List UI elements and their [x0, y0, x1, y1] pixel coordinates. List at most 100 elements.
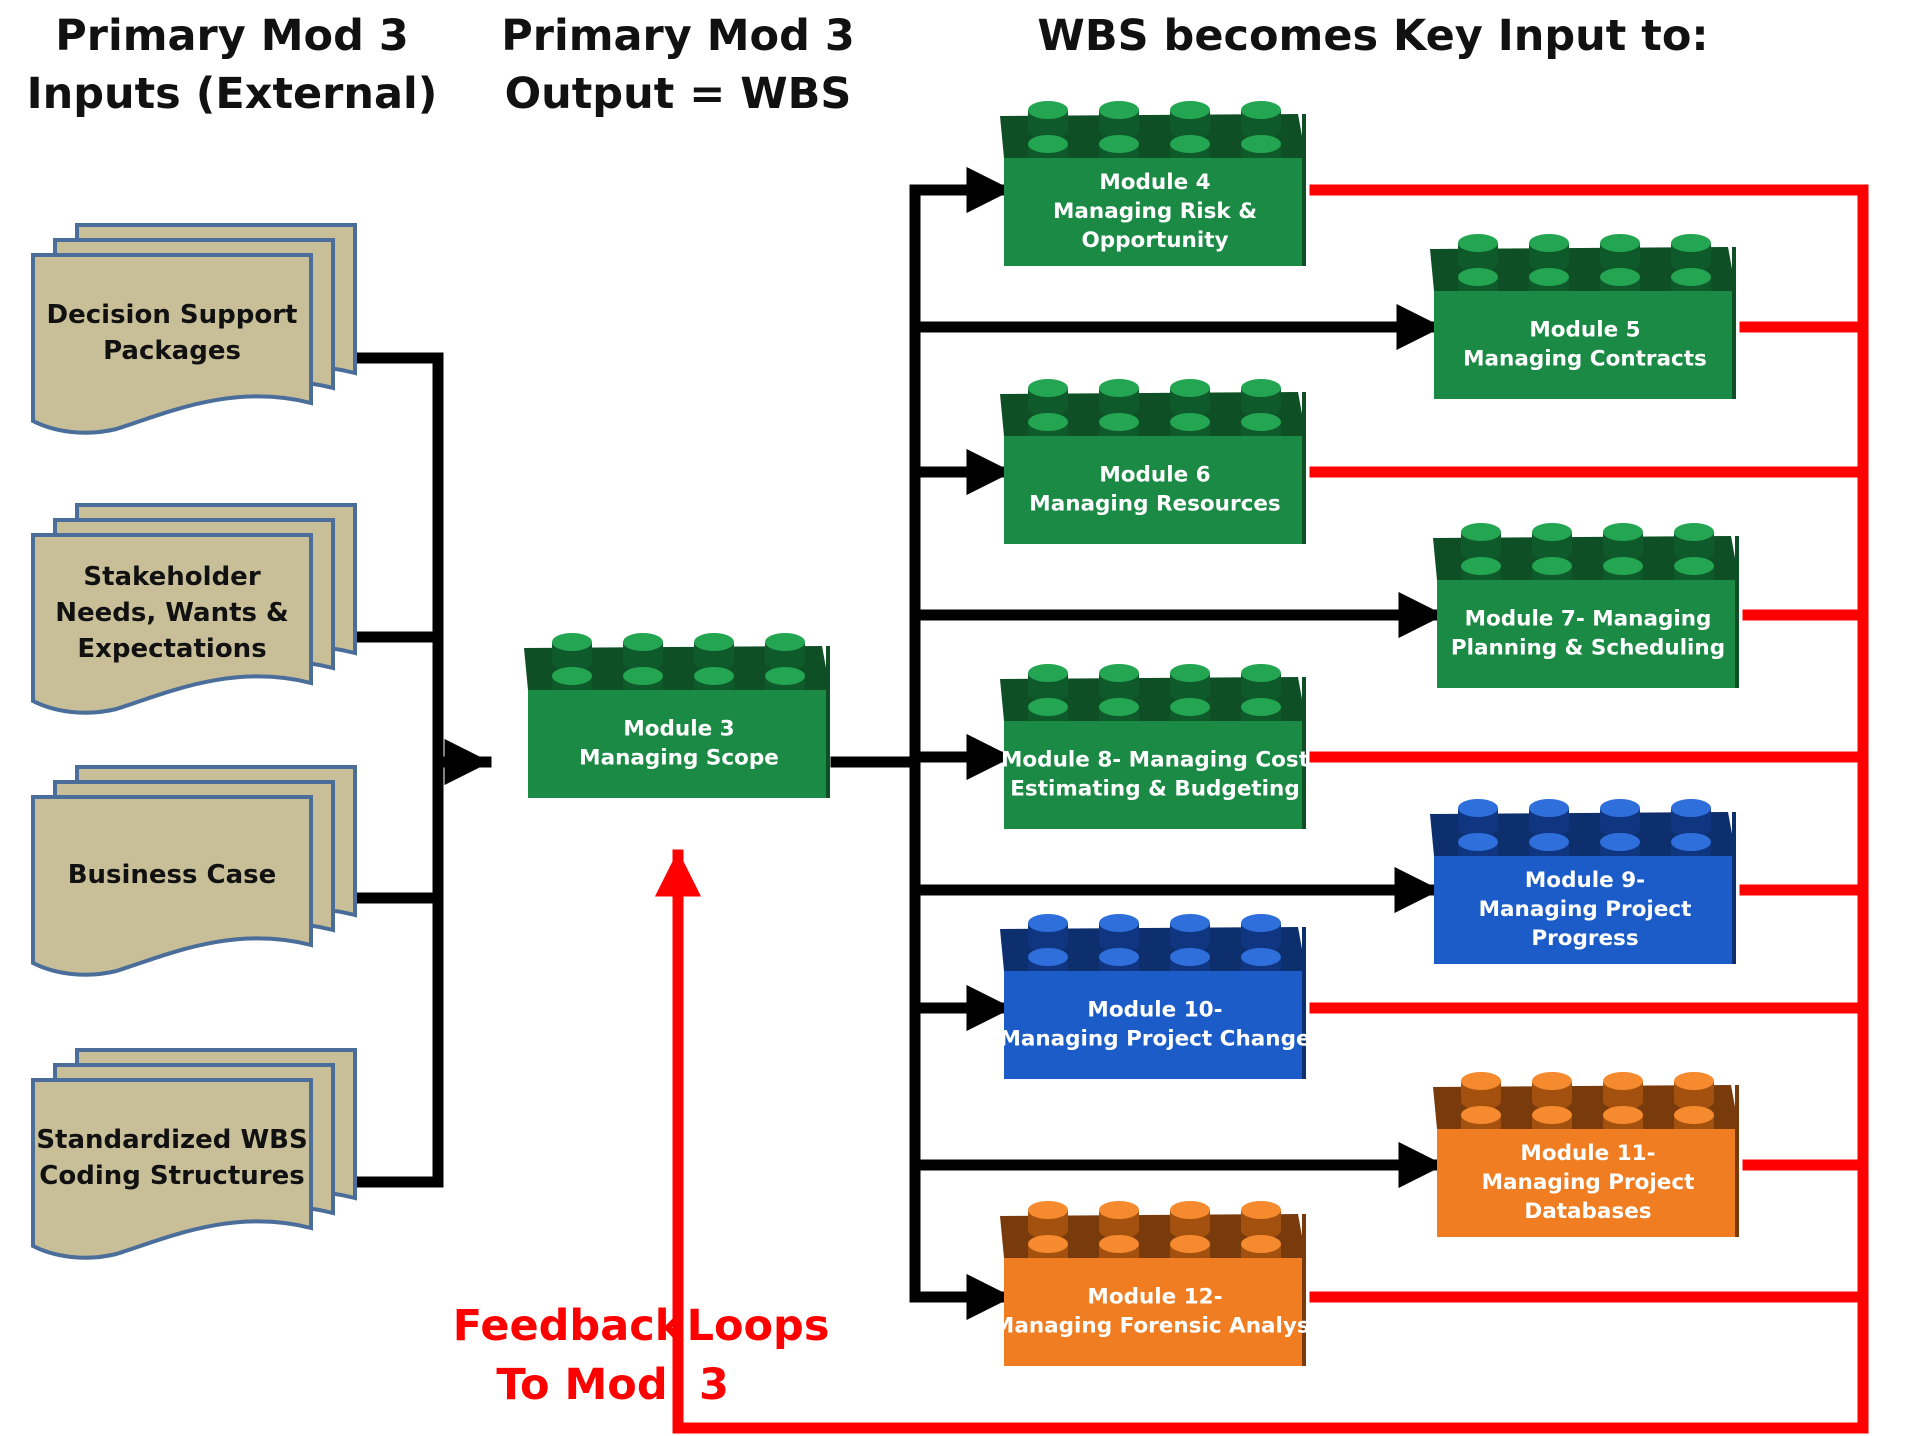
brick-stud-top — [1028, 664, 1068, 682]
brick-side — [1732, 247, 1736, 399]
input-document-label: Expectations — [77, 634, 266, 664]
brick-stud-base — [1170, 934, 1210, 952]
input-document-label: Stakeholder — [83, 562, 260, 592]
connector-lines — [352, 166, 1869, 1434]
brick-stud-base — [1170, 684, 1210, 702]
brick-stud-top — [1170, 135, 1210, 153]
module-label: Module 3 — [623, 717, 734, 742]
brick-stud-base — [1600, 254, 1640, 272]
brick-stud-base — [1241, 684, 1281, 702]
brick-stud-top — [1529, 268, 1569, 286]
brick-stud-base — [1674, 543, 1714, 561]
brick-stud-top — [1241, 101, 1281, 119]
brick-stud-base — [1241, 399, 1281, 417]
brick-side — [1735, 1085, 1739, 1237]
brick-stud-top — [1603, 1106, 1643, 1124]
brick-stud-top — [1600, 799, 1640, 817]
mod-number-word: 3 — [699, 1360, 729, 1410]
brick-stud-top — [1028, 101, 1068, 119]
brick-top-plate — [1433, 1085, 1739, 1129]
module-label: Managing Project — [1479, 897, 1692, 922]
brick-side — [1735, 536, 1739, 688]
brick-stud-top — [1099, 914, 1139, 932]
module-label: Opportunity — [1082, 228, 1229, 253]
module-label: Module 5 — [1529, 318, 1640, 343]
feedback-word: Feedback — [453, 1301, 685, 1351]
brick-stud-base — [1028, 399, 1068, 417]
brick-stud-top — [1028, 948, 1068, 966]
brick-stud-top — [1600, 833, 1640, 851]
document-page-3 — [31, 1078, 313, 1260]
brick-face — [1004, 436, 1306, 544]
brick-stud-top — [1241, 948, 1281, 966]
module-label: Estimating & Budgeting — [1010, 777, 1300, 802]
brick-stud-base — [1458, 254, 1498, 272]
module-label: Managing Project — [1482, 1170, 1695, 1195]
brick-stud-base — [1600, 819, 1640, 837]
brick-stud-base — [1461, 1092, 1501, 1110]
module-label: Managing Risk & — [1053, 199, 1257, 224]
header-inputs-line1: Primary Mod 3 — [55, 11, 409, 61]
brick-stud-top — [1099, 1201, 1139, 1219]
brick-stud-base — [1458, 819, 1498, 837]
brick-stud-base — [1532, 543, 1572, 561]
brick-stud-top — [1458, 268, 1498, 286]
brick-stud-top — [1529, 799, 1569, 817]
brick-stud-base — [1241, 121, 1281, 139]
module-brick-10: Module 10-Managing Project Change — [999, 914, 1311, 1079]
brick-stud-top — [1170, 948, 1210, 966]
brick-stud-top — [1674, 1106, 1714, 1124]
input-document-label: Business Case — [68, 860, 277, 890]
brick-top-plate — [1000, 677, 1306, 721]
document-page-3 — [31, 253, 313, 435]
input-document-label: Standardized WBS — [36, 1125, 307, 1155]
module-brick-12: Module 12- Managing Forensic Analysi — [993, 1201, 1317, 1366]
brick-stud-top — [1170, 379, 1210, 397]
module-label: Managing Resources — [1029, 492, 1280, 517]
input-document-label: Needs, Wants & — [55, 598, 288, 628]
module-label: Managing Forensic Analysi — [993, 1314, 1317, 1339]
brick-face — [1434, 856, 1736, 964]
brick-stud-top — [1529, 833, 1569, 851]
brick-stud-top — [1671, 799, 1711, 817]
brick-stud-top — [1458, 234, 1498, 252]
brick-stud-top — [1603, 1072, 1643, 1090]
brick-top-plate — [1430, 812, 1736, 856]
brick-stud-top — [1170, 1235, 1210, 1253]
brick-stud-base — [1603, 1092, 1643, 1110]
brick-stud-top — [1099, 698, 1139, 716]
brick-stud-base — [1532, 1092, 1572, 1110]
brick-stud-top — [1671, 234, 1711, 252]
brick-stud-base — [1099, 934, 1139, 952]
loops-word: Loops — [687, 1301, 830, 1351]
input-document-label: Packages — [103, 336, 241, 366]
brick-side — [1302, 392, 1306, 544]
brick-stud-top — [1241, 135, 1281, 153]
brick-stud-top — [1170, 1201, 1210, 1219]
brick-stud-top — [1099, 413, 1139, 431]
brick-stud-base — [1461, 543, 1501, 561]
brick-stud-top — [765, 633, 805, 651]
module-label: Module 10- — [1087, 998, 1222, 1023]
brick-stud-top — [1461, 1072, 1501, 1090]
module-label: Module 12- — [1087, 1285, 1222, 1310]
brick-stud-top — [1241, 664, 1281, 682]
brick-stud-base — [552, 653, 592, 671]
brick-stud-top — [1028, 413, 1068, 431]
brick-top-plate — [1000, 114, 1306, 158]
module-label: Module 11- — [1520, 1141, 1655, 1166]
brick-side — [826, 646, 830, 798]
brick-stud-top — [694, 667, 734, 685]
brick-stud-top — [1671, 268, 1711, 286]
